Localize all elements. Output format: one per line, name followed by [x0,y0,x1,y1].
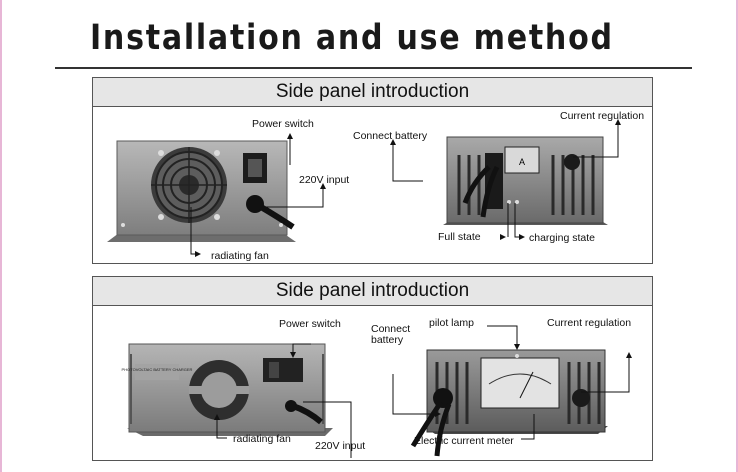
radiating-fan-icon [151,147,227,223]
charging-state-led-icon [515,200,519,204]
220v-input-label: 220V input [299,174,350,186]
side-panel-section-2: Side panel introduction [92,276,653,461]
panel-1-illustration: A [107,119,621,257]
charger-rear-panel-photo [107,140,296,242]
pilot-lamp-label: pilot lamp [429,317,474,329]
220v-input-label: 220V input [315,440,366,452]
side-panel-section-1: Side panel introduction [92,77,653,264]
battery-clamps-icon [410,388,453,457]
current-regulation-label: Current regulation [547,317,632,329]
power-switch-label: Power switch [252,118,314,130]
power-cord-icon [285,400,323,425]
power-cord-icon [246,195,295,230]
brand-plate-text: PHOTOVOLTAIC BATTERY CHARGER [122,367,193,372]
ammeter-icon [504,146,540,174]
power-switch-icon [243,153,267,183]
connect-battery-label: Connect battery [353,130,428,142]
panel-header: Side panel introduction [93,277,652,306]
panel-2-illustration: PHOTOVOLTAIC BATTERY CHARGER [122,325,632,458]
full-state-label: Full state [438,231,481,243]
radiating-fan-icon [189,360,249,420]
brand-plate [135,364,179,380]
electric-current-meter-label: Electric current meter [414,435,514,447]
connect-battery-label: Connect battery [371,323,411,346]
current-regulation-knob-icon [572,389,590,407]
current-regulation-knob-icon [564,154,580,170]
page-title: Installation and use method [90,18,614,58]
charger-front-panel-photo: A [443,136,608,225]
power-switch-label: Power switch [279,318,341,330]
charger-rear-panel-photo: PHOTOVOLTAIC BATTERY CHARGER [122,343,333,436]
charger-front-panel-photo [410,349,608,457]
radiating-fan-label: radiating fan [211,250,269,262]
charging-state-label: charging state [529,232,595,244]
current-regulation-label: Current regulation [560,110,645,122]
ammeter-icon [480,357,560,409]
panel-header: Side panel introduction [93,78,652,107]
power-switch-icon [263,358,303,382]
radiating-fan-label: radiating fan [233,433,291,445]
meter-letter: A [519,157,525,167]
pilot-lamp-icon [515,354,519,358]
title-divider [55,67,692,69]
